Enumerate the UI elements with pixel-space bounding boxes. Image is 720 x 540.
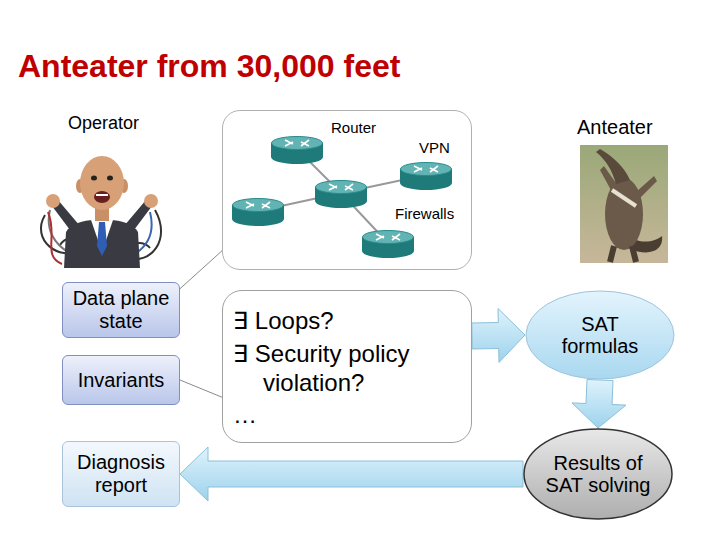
process-ellipse: Results of SAT solving bbox=[523, 428, 673, 520]
router-icon bbox=[400, 163, 452, 191]
router-icon bbox=[271, 137, 323, 165]
anteater-legs bbox=[610, 246, 636, 262]
anteater-stripe bbox=[612, 190, 636, 206]
process-box: Diagnosis report bbox=[62, 441, 180, 507]
formula-ellipse bbox=[526, 291, 674, 379]
process-box: Data plane state bbox=[62, 282, 180, 338]
query-text: ∃ Loops? bbox=[233, 307, 461, 336]
query-text: … bbox=[233, 401, 461, 430]
eye bbox=[91, 176, 97, 181]
router-icon bbox=[315, 181, 367, 209]
head bbox=[80, 156, 124, 210]
slide-title: Anteater from 30,000 feet bbox=[18, 48, 400, 85]
box-text: Data plane state bbox=[69, 287, 173, 333]
figure-label: Operator bbox=[68, 113, 139, 134]
hand bbox=[46, 194, 60, 208]
block-arrow bbox=[180, 447, 523, 501]
mouth bbox=[94, 191, 110, 203]
tie bbox=[97, 222, 107, 256]
hand bbox=[144, 194, 158, 208]
query-callout: ∃ Loops? ∃ Security policy violation? … bbox=[222, 290, 472, 443]
router-label: VPN bbox=[419, 139, 450, 156]
ellipse-text-area: SAT formulas bbox=[525, 290, 675, 380]
eye bbox=[107, 176, 113, 181]
router-label: Firewalls bbox=[395, 205, 454, 222]
process-box: Invariants bbox=[62, 355, 180, 405]
router-icon bbox=[232, 199, 284, 227]
photo-background bbox=[580, 145, 668, 263]
router-icon bbox=[362, 231, 414, 259]
block-arrow bbox=[572, 380, 626, 429]
teeth bbox=[96, 194, 108, 196]
router-label: Router bbox=[331, 119, 376, 136]
process-ellipse: SAT formulas bbox=[525, 290, 675, 380]
result-ellipse bbox=[524, 429, 672, 519]
callout-line bbox=[180, 251, 222, 289]
network-region: RouterVPN Firewalls bbox=[222, 110, 472, 270]
anteater-arm bbox=[636, 176, 657, 198]
ellipse-text: SAT formulas bbox=[548, 313, 653, 358]
box-text: Diagnosis report bbox=[69, 451, 173, 497]
query-text: ∃ Security policy violation? bbox=[233, 340, 461, 398]
cable bbox=[48, 212, 62, 264]
ellipse-text: Results of SAT solving bbox=[546, 452, 651, 497]
ellipse-text-area: Results of SAT solving bbox=[523, 428, 673, 520]
anteater-snout bbox=[596, 149, 630, 184]
box-text: Invariants bbox=[78, 369, 165, 392]
callout-line bbox=[180, 380, 222, 397]
block-arrow bbox=[472, 309, 525, 363]
figure-label: Anteater bbox=[577, 116, 653, 139]
